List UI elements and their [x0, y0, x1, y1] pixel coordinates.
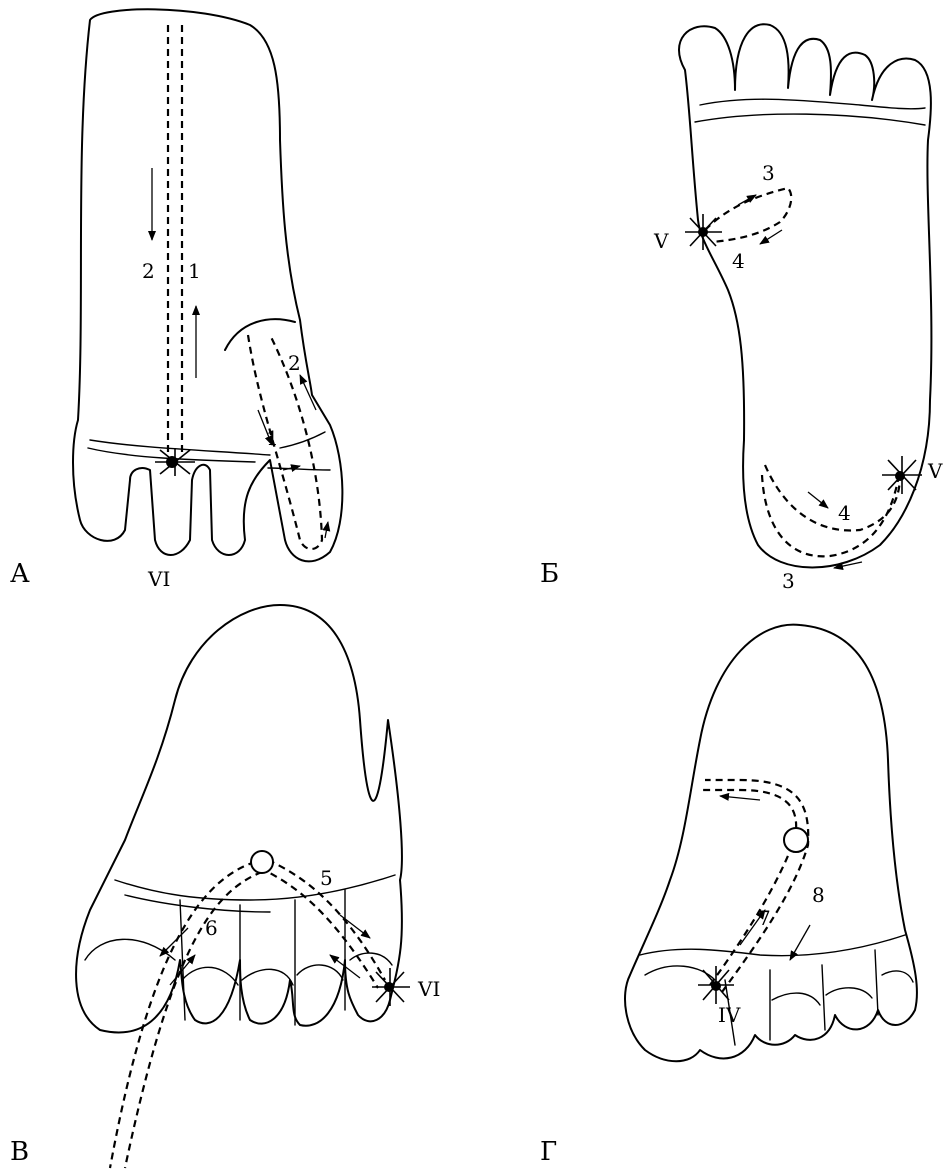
- label-3-upper-b: 3: [762, 161, 775, 185]
- path-6-v: [110, 862, 255, 1168]
- path-toe-a: [248, 335, 322, 549]
- big-toe-outline-a: [225, 319, 295, 350]
- circle-node-g: [784, 828, 808, 852]
- label-7-g: 7: [758, 906, 771, 930]
- panel-letter-b: Б: [540, 559, 559, 589]
- point-label-v-heel-b: V: [927, 459, 943, 483]
- foot-outline-g: [625, 625, 917, 1062]
- circle-node-v: [251, 851, 273, 873]
- panel-letter-g: Г: [540, 1137, 557, 1167]
- panel-v: 5 6 VI В: [10, 605, 440, 1168]
- label-5-v: 5: [320, 866, 333, 890]
- label-1-a: 1: [188, 259, 201, 283]
- label-2-a: 2: [142, 259, 155, 283]
- panel-b: 3 4 V 4 3 V Б: [540, 24, 943, 593]
- panel-a: 2 1 2 1 VI А: [10, 9, 342, 591]
- path-3-4-upper-b: [705, 188, 791, 242]
- panel-g: 8 7 IV Г: [540, 625, 917, 1167]
- foot-outline-a: [73, 9, 342, 561]
- label-3-heel-b: 3: [782, 569, 795, 593]
- path-3-4-heel-b: [765, 465, 900, 530]
- label-toe-2-a: 2: [288, 351, 301, 375]
- label-4-heel-b: 4: [838, 501, 851, 525]
- foot-outline-b: [679, 24, 931, 567]
- panel-letter-v: В: [10, 1137, 29, 1167]
- label-8-g: 8: [812, 883, 825, 907]
- label-toe-1-a: 1: [266, 426, 279, 450]
- point-label-vi-v: VI: [417, 977, 440, 1001]
- panel-letter-a: А: [10, 559, 30, 589]
- foot-outline-v: [76, 605, 402, 1032]
- point-label-iv-g: IV: [718, 1003, 741, 1027]
- label-6-v: 6: [205, 916, 218, 940]
- label-4-upper-b: 4: [732, 249, 745, 273]
- point-label-a: VI: [147, 567, 170, 591]
- point-label-v-upper-b: V: [653, 229, 669, 253]
